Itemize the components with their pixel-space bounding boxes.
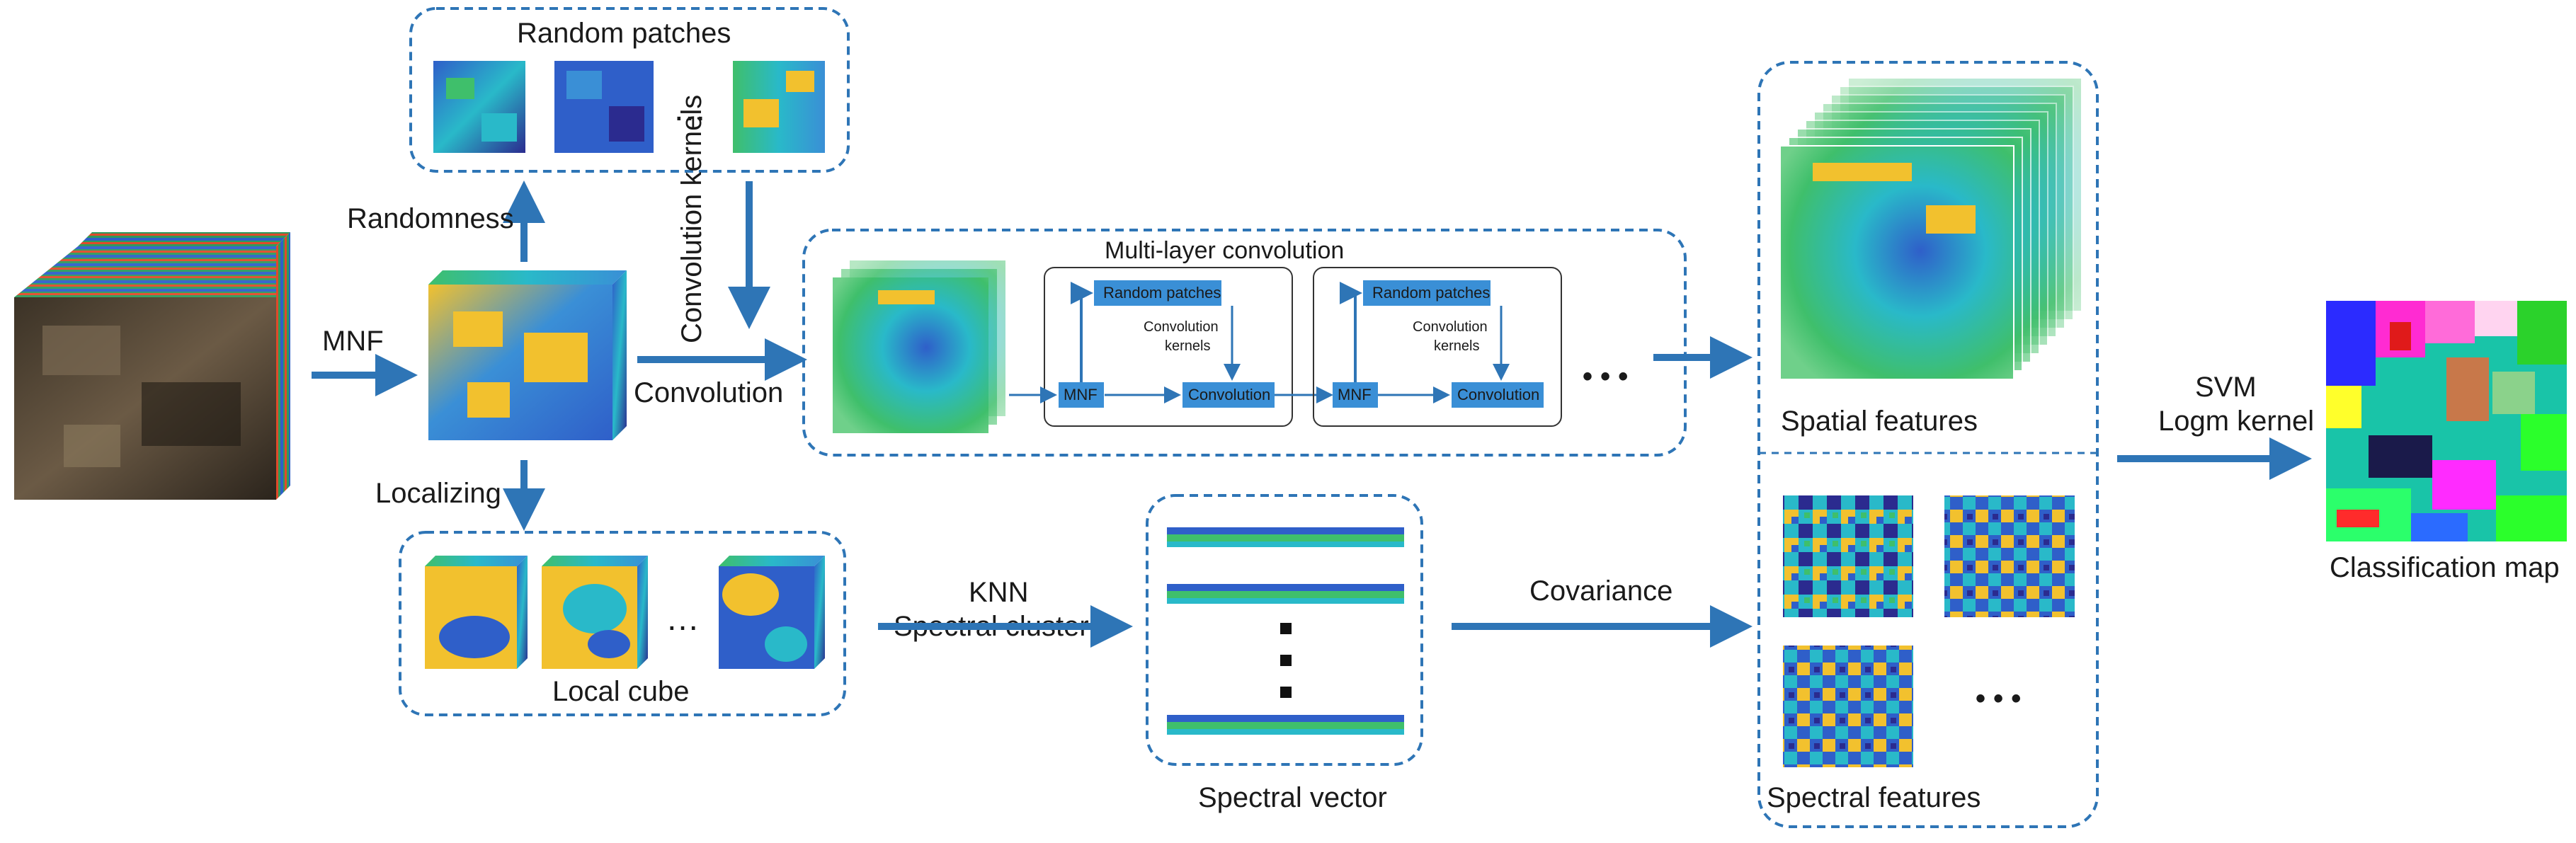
patches-ellipsis: … (673, 91, 707, 128)
inner-random-patches-1 (1094, 280, 1221, 306)
logm-kernel-label: Logm kernel (2158, 406, 2314, 437)
inner-convolution-label-2: Convolution (1457, 386, 1539, 403)
image-patch-icon (433, 61, 525, 153)
inner-convolution-2 (1452, 382, 1544, 408)
spectral-vector-bar (1167, 527, 1404, 547)
spatial-features-title: Spatial features (1781, 406, 1978, 437)
spectral-vector-title: Spectral vector (1198, 782, 1387, 813)
spectral-features-ellipsis: • • • (1976, 683, 2021, 714)
feature-stack-icon (1779, 77, 2082, 380)
inner-convolution-label-1: Convolution (1188, 386, 1270, 403)
inner-mnf-1 (1059, 382, 1104, 408)
multi-layer-ellipsis: • • • (1583, 361, 1628, 392)
knn-label: KNN (969, 577, 1028, 608)
inner-layer-box-2 (1313, 267, 1562, 427)
inner-layer-box-1 (1044, 267, 1293, 427)
spectral-vector-bar (1167, 584, 1404, 604)
svm-label: SVM (2195, 372, 2257, 403)
local-cube-icon (719, 556, 825, 669)
local-cube-title: Local cube (552, 676, 689, 707)
hyperspectral-cube-icon (14, 232, 290, 500)
mnf-cube-icon (428, 270, 627, 440)
inner-random-patches-label-1: Random patches (1103, 284, 1221, 302)
covariance-label: Covariance (1529, 575, 1672, 607)
inner-random-patches-2 (1363, 280, 1491, 306)
inner-mnf-label-1: MNF (1064, 386, 1098, 403)
local-cube-icon (542, 556, 648, 669)
spectral-vector-box (1146, 494, 1423, 766)
vector-dot (1280, 687, 1292, 698)
inner-conv-kernels-label-1a: Convolution (1144, 319, 1219, 335)
local-cube-ellipsis: … (666, 600, 700, 638)
inner-mnf-label-2: MNF (1338, 386, 1372, 403)
multi-layer-convolution-box (802, 229, 1687, 457)
random-patches-title: Random patches (517, 18, 731, 49)
covariance-matrix (1944, 495, 2075, 617)
convolution-kernels-label: Convolution kernels (676, 95, 707, 343)
random-patches-box (409, 7, 850, 173)
vector-dot (1280, 623, 1292, 634)
inner-conv-kernels-label-2a: Convolution (1413, 319, 1488, 335)
covariance-matrix (1783, 646, 1913, 767)
covariance-matrix (1783, 495, 1913, 617)
multi-layer-convolution-title: Multi-layer convolution (1105, 237, 1344, 264)
local-cube-box (399, 531, 846, 716)
inner-convolution-1 (1182, 382, 1275, 408)
inner-random-patches-label-2: Random patches (1372, 284, 1490, 302)
feature-stack-icon (833, 260, 1005, 433)
image-patch-icon (733, 61, 825, 153)
randomness-label: Randomness (347, 203, 514, 234)
spectral-features-title: Spectral features (1767, 782, 1981, 813)
spectral-vector-bar (1167, 715, 1404, 735)
inner-conv-kernels-label-1b: kernels (1165, 338, 1210, 354)
vector-dot (1280, 655, 1292, 666)
mnf-label: MNF (322, 326, 384, 357)
inner-conv-kernels-label-2b: kernels (1434, 338, 1479, 354)
classification-map-title: Classification map (2330, 552, 2560, 583)
image-patch-icon (554, 61, 654, 153)
local-cube-icon (425, 556, 528, 669)
classification-map-icon (2326, 301, 2567, 541)
localizing-label: Localizing (375, 478, 501, 509)
inner-mnf-2 (1333, 382, 1378, 408)
convolution-label: Convolution (634, 377, 783, 408)
